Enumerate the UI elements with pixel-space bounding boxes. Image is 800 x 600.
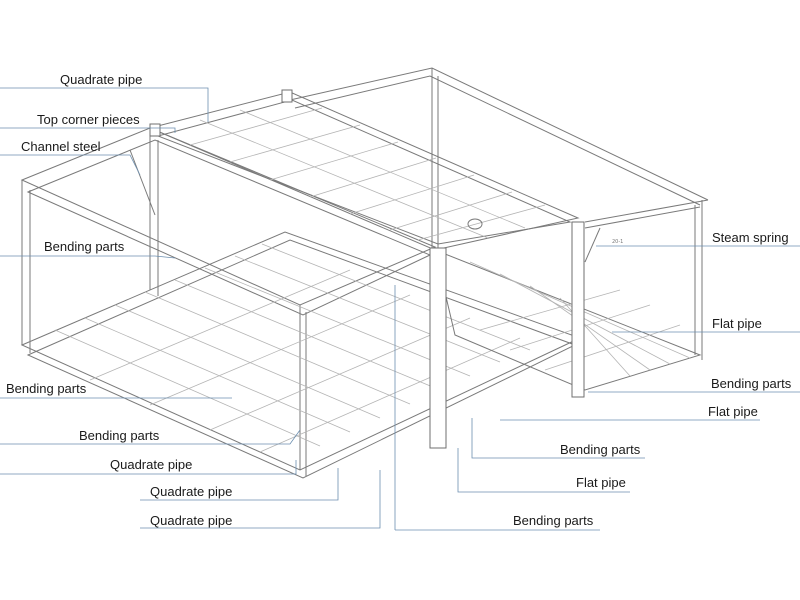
corner-posts	[149, 89, 585, 449]
left-module-frame	[20, 127, 582, 479]
leader-lines	[0, 87, 800, 531]
label-flat-pipe-right-2: Flat pipe	[708, 404, 758, 419]
spring-code: 20-1	[612, 239, 623, 245]
label-flat-pipe-right-1: Flat pipe	[712, 316, 762, 331]
label-steam-spring: Steam spring	[712, 230, 789, 245]
label-bending-parts-left-3: Bending parts	[79, 428, 160, 443]
label-bending-parts-right-1: Bending parts	[711, 376, 792, 391]
label-quadrate-pipe-bottom-1: Quadrate pipe	[110, 457, 192, 472]
right-module-frame	[289, 67, 709, 391]
label-quadrate-pipe-top: Quadrate pipe	[60, 72, 142, 87]
label-bending-parts-right-2: Bending parts	[560, 442, 641, 457]
labels: Quadrate pipe Top corner pieces Channel …	[6, 72, 792, 528]
label-flat-pipe-right-3: Flat pipe	[576, 475, 626, 490]
label-bending-parts-left-2: Bending parts	[6, 381, 87, 396]
label-channel-steel: Channel steel	[21, 139, 101, 154]
label-quadrate-pipe-bottom-2: Quadrate pipe	[150, 484, 232, 499]
label-bending-parts-right-3: Bending parts	[513, 513, 594, 528]
label-quadrate-pipe-bottom-3: Quadrate pipe	[150, 513, 232, 528]
label-bending-parts-left-1: Bending parts	[44, 239, 125, 254]
roof-grid	[148, 91, 580, 251]
label-top-corner-pieces: Top corner pieces	[37, 112, 140, 127]
